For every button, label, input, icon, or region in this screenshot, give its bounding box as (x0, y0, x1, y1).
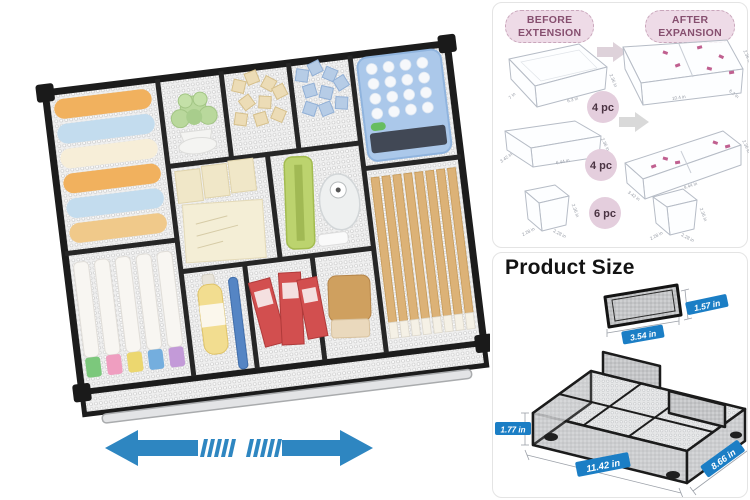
product-size-panel: Product Size (492, 252, 748, 498)
tray-after-row2: 9.44 in 3.42 in 2.36 in (624, 130, 749, 202)
organizer-photo (35, 33, 490, 424)
piece-count-badge-row2: 4 pc (585, 149, 617, 181)
divider-width-badge: 3.54 in (621, 324, 665, 345)
dim-label: 2.28 in (680, 232, 695, 243)
product-size-diagram: 3.54 in 1.57 in (495, 283, 747, 497)
tray-before-row1: 7 in 6.3 in 2.36 in (508, 43, 618, 108)
organizer-height-badge: 1.77 in (495, 422, 531, 435)
clip-marks (662, 45, 735, 75)
dim-label: 2.36 in (608, 73, 618, 88)
calculator (356, 48, 453, 162)
calculator-green-key (370, 122, 386, 132)
dim-label: 2.36 in (600, 137, 611, 152)
binder-clips-blue (294, 59, 351, 118)
cup-left-row3: 2.28 in 2.28 in 2.36 in (521, 184, 581, 239)
dim-label: 6.3 in (567, 96, 580, 104)
dim-label: 7 in (508, 91, 517, 100)
organizer-front-rim (79, 340, 490, 418)
transform-arrow-icon (597, 42, 627, 62)
divider-height-badge: 1.57 in (685, 294, 729, 315)
svg-text:1.77 in: 1.77 in (501, 426, 526, 435)
transform-arrow-icon (619, 112, 649, 132)
wooden-brush (327, 274, 372, 339)
glue-stick (197, 273, 229, 355)
tray-after-row1: 10.4 in 6.2 in 2.36 in (622, 39, 749, 106)
after-label-line1: AFTER (671, 14, 709, 26)
divider-piece (603, 283, 683, 329)
product-size-title: Product Size (505, 256, 635, 279)
calculator-screen (369, 124, 448, 154)
dim-label: 6.44 in (555, 158, 570, 166)
stapler (283, 155, 316, 250)
cup-right-row3: 2.28 in 2.28 in 2.36 in (649, 188, 709, 243)
binder-clips-beige (231, 69, 289, 127)
svg-text:4 pc: 4 pc (592, 102, 614, 114)
notepad (181, 198, 267, 264)
tray-before-row2: 3.42 in 6.44 in 2.36 in (499, 120, 611, 168)
organizer-size-drawing (531, 350, 747, 485)
dim-label: 3.42 in (499, 151, 513, 163)
piece-count-badge-row1: 4 pc (587, 91, 619, 123)
dim-label: 2.36 in (699, 207, 709, 222)
corner-brackets (35, 33, 490, 403)
dim-label: 2.36 in (741, 139, 749, 154)
comparison-header: BEFORE EXTENSION AFTER EXPANSION (493, 3, 747, 44)
calculator-buttons (365, 56, 434, 120)
raised-divider-back (601, 350, 662, 390)
dim-label: 2.28 in (521, 226, 536, 237)
blue-pen (228, 276, 249, 370)
organizer-dimension-lines (521, 412, 747, 497)
expansion-arrow-icon (105, 430, 373, 466)
piece-count-badge-row3: 6 pc (589, 197, 621, 229)
dim-label: 2.28 in (552, 228, 567, 239)
svg-text:3.54 in: 3.54 in (629, 328, 657, 342)
svg-text:4 pc: 4 pc (590, 160, 612, 172)
washi-tape-rolls (54, 89, 167, 243)
succulent-plant (170, 91, 218, 155)
raised-divider-front (667, 389, 727, 429)
before-label-line2: EXTENSION (518, 26, 582, 39)
before-label-line1: BEFORE (526, 14, 573, 26)
clip-marks (650, 140, 731, 169)
markers (73, 250, 186, 378)
main-product-photo (35, 33, 490, 466)
eraser-packs (247, 271, 329, 348)
comparison-panel: BEFORE EXTENSION AFTER EXPANSION 7 in 6.… (492, 2, 749, 248)
svg-text:6 pc: 6 pc (594, 208, 616, 220)
after-expansion-pill: AFTER EXPANSION (645, 10, 735, 44)
dim-label: 10.4 in (672, 94, 687, 101)
after-label-line2: EXPANSION (658, 26, 722, 39)
correction-tape (317, 173, 361, 247)
dim-label: 6.2 in (728, 88, 740, 99)
tray-comparison-diagram: 7 in 6.3 in 2.36 in 10.4 in (499, 39, 749, 243)
dim-label: 2.36 in (571, 203, 581, 218)
pencils (370, 167, 476, 340)
dim-label: 2.28 in (649, 230, 664, 241)
sticky-notes (174, 157, 267, 264)
organizer-feet (544, 431, 742, 479)
dim-label: 2.36 in (742, 49, 749, 64)
organizer-slide-rail (101, 368, 473, 424)
dim-label: 9.44 in (683, 181, 698, 190)
before-extension-pill: BEFORE EXTENSION (505, 10, 595, 44)
